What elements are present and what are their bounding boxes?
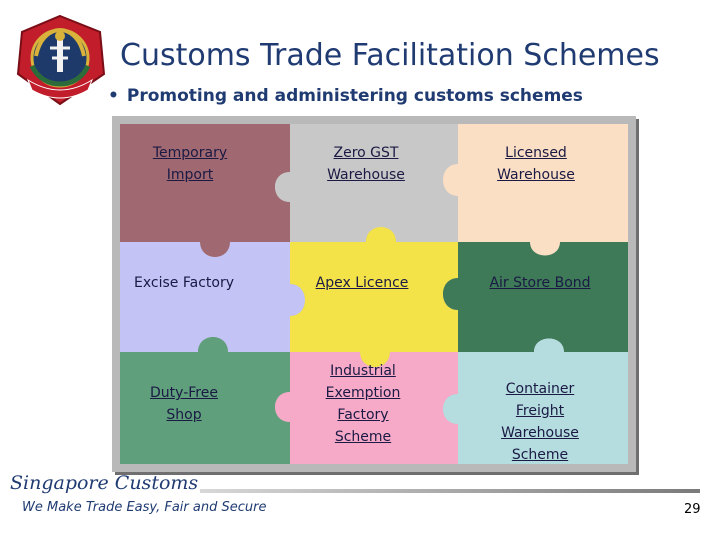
puzzle-piece-duty-free-shop[interactable] <box>120 337 290 464</box>
puzzle-piece-licensed-warehouse[interactable] <box>443 124 628 256</box>
puzzle-piece-air-store-bond[interactable] <box>443 242 628 352</box>
label-apex-licence[interactable]: Apex Licence <box>315 275 409 291</box>
puzzle-piece-temporary-import[interactable] <box>120 124 290 257</box>
puzzle-piece-excise-factory[interactable] <box>120 242 305 352</box>
footer-tagline: We Make Trade Easy, Fair and Secure <box>22 500 267 515</box>
puzzle-piece-zero-gst-warehouse[interactable] <box>275 124 458 242</box>
puzzle-piece-apex-licence[interactable] <box>290 227 458 367</box>
puzzle-piece-industrial-exemption[interactable] <box>275 352 458 464</box>
singapore-customs-logo <box>14 14 106 106</box>
bullet-point: • Promoting and administering customs sch… <box>108 86 583 106</box>
bullet-text: Promoting and administering customs sche… <box>126 86 583 106</box>
page-number: 29 <box>684 502 701 517</box>
footer-brand: Singapore Customs <box>10 472 199 494</box>
bullet-icon: • <box>108 86 119 106</box>
scheme-puzzle <box>120 124 628 464</box>
footer-divider <box>200 489 700 493</box>
label-excise-factory[interactable]: Excise Factory <box>134 275 234 291</box>
label-air-store-bond[interactable]: Air Store Bond <box>489 275 591 291</box>
puzzle-piece-container-freight[interactable] <box>443 338 628 465</box>
page-title: Customs Trade Facilitation Schemes <box>120 38 660 73</box>
crest-icon <box>16 14 106 106</box>
